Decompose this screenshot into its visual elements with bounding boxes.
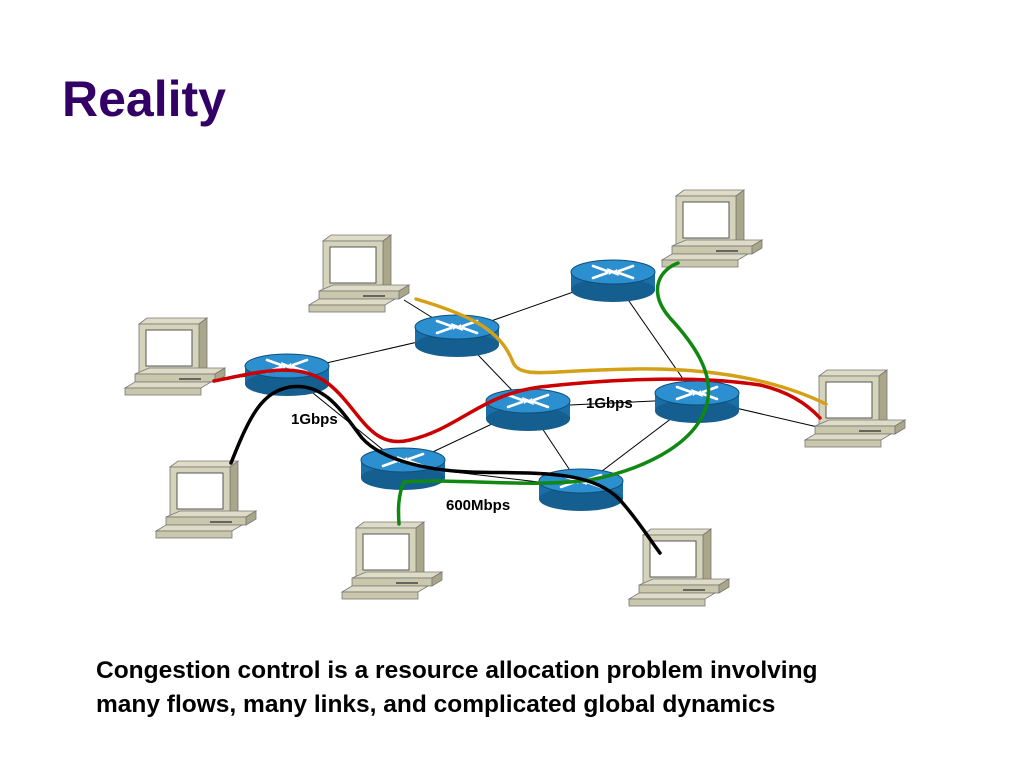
flow-red: [212, 368, 822, 444]
link-label-left: 1Gbps: [291, 411, 338, 428]
computer-icon: [804, 369, 906, 448]
slide-title: Reality: [62, 71, 226, 127]
router-icon: [653, 379, 741, 425]
router-icon: [413, 313, 501, 359]
router-icon: [484, 387, 572, 433]
caption-line-2: many flows, many links, and complicated …: [96, 691, 776, 718]
link-label-center: 1Gbps: [586, 395, 633, 412]
flow-black: [229, 384, 662, 555]
computer-icon: [155, 460, 257, 539]
computer-icon: [308, 234, 410, 313]
link-label-bottom: 600Mbps: [446, 497, 510, 514]
computer-icon: [124, 317, 226, 396]
flow-green: [396, 261, 711, 526]
computer-icon: [341, 521, 443, 600]
computer-icon: [661, 189, 763, 268]
flow-gold: [414, 297, 828, 406]
caption-line-1: Congestion control is a resource allocat…: [96, 657, 818, 684]
computer-icon: [628, 528, 730, 607]
slide-caption: Congestion control is a resource allocat…: [96, 654, 976, 722]
router-icon: [569, 258, 657, 304]
